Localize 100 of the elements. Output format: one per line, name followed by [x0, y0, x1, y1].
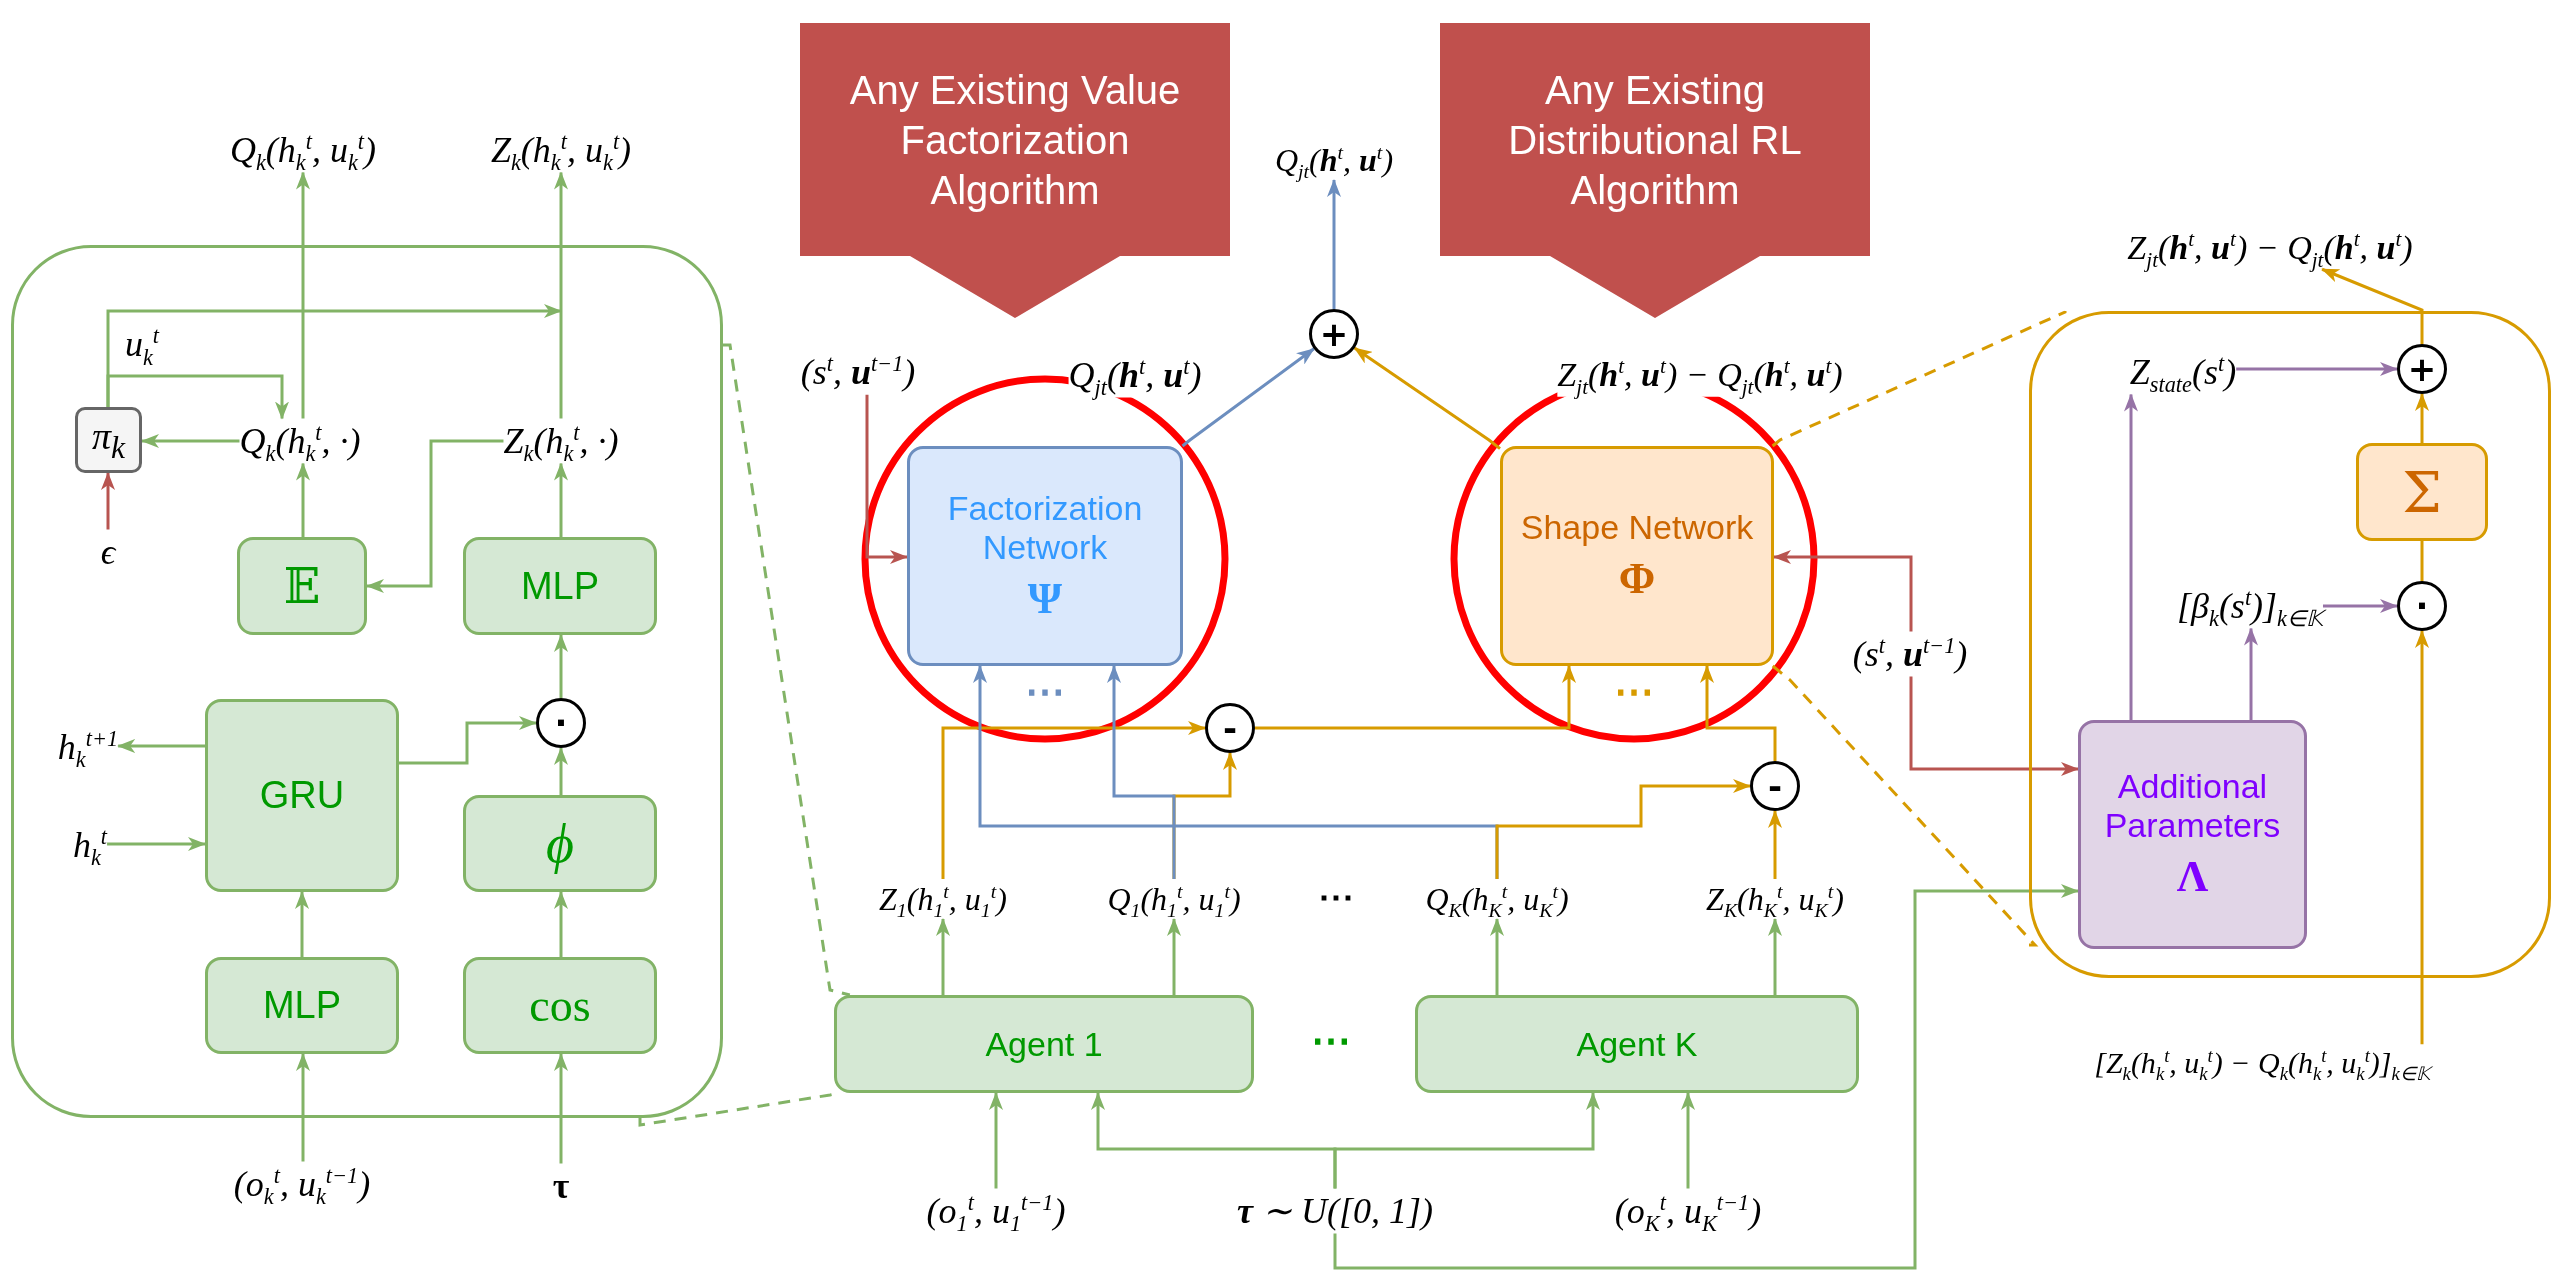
box-label: MLP [262, 984, 342, 1027]
arrow [554, 747, 568, 795]
process-box [907, 446, 1183, 666]
arrow [296, 462, 310, 537]
arrow [554, 1053, 568, 1164]
arrow [936, 918, 950, 995]
math-label: Q$_{jt}$(h$^{t}$, u$^{t}$) [1274, 140, 1394, 180]
arrow [554, 171, 568, 419]
operator-circle [2397, 344, 2447, 394]
math-label: τ [552, 1163, 570, 1209]
arrow [1768, 918, 1782, 995]
arrow [296, 1053, 310, 1162]
operator-sign: · [554, 706, 568, 740]
arrow [989, 1092, 1003, 1189]
operator-sign: + [1319, 317, 1349, 351]
box-label: GRU [259, 774, 345, 817]
arrow [2124, 393, 2138, 720]
math-label: (o$_{1}$$^{t}$, u$_{1}$$^{t−1}$) [926, 1188, 1066, 1234]
arrow [1773, 550, 1913, 632]
math-label: τ ∼ U([0, 1]) [1237, 1188, 1433, 1234]
arrow [1681, 1092, 1695, 1189]
arrow [941, 721, 1206, 879]
operator-sign: · [2415, 589, 2429, 623]
arrow [106, 304, 562, 407]
math-label: Z$_{K}$(h$_{K}$$^{t}$, u$_{K}$$^{t}$) [1706, 879, 1844, 919]
arrow [117, 739, 205, 753]
math-label: (o$_{k}$$^{t}$, u$_{k}$$^{t−1}$) [233, 1161, 371, 1207]
box-label: Shape Network [1520, 508, 1754, 547]
arrow [1181, 347, 1315, 448]
arrow [554, 891, 568, 957]
arrow [1495, 779, 1751, 879]
math-label: Q$_{1}$(h$_{1}$$^{t}$, u$_{1}$$^{t}$) [1107, 879, 1241, 919]
operator-sign: + [2407, 352, 2437, 386]
arrow [1700, 665, 1777, 761]
arrow [399, 716, 537, 765]
arrow [1909, 676, 2079, 776]
math-label: Z$_{k}$(h$_{k}$$^{t}$, u$_{k}$$^{t}$) [490, 127, 632, 173]
operator-circle [536, 698, 586, 748]
arrow [2236, 362, 2398, 376]
arrow [2323, 599, 2398, 613]
box-label: 𝔼 [283, 558, 321, 614]
arrow [1353, 346, 1501, 450]
process-box [2356, 443, 2488, 541]
math-label: (s$^{t}$, u$^{t−1}$) [1852, 631, 1968, 677]
arrow [2415, 393, 2429, 443]
dashed-zoom-line [1771, 664, 2039, 947]
callout-text: Any Existing Value Factorization Algorithm [848, 66, 1182, 214]
arrow [295, 891, 309, 957]
arrow [1768, 810, 1782, 879]
ellipsis: ⋯ [1025, 668, 1065, 716]
operator-sign: - [1767, 769, 1783, 803]
arrow [554, 634, 568, 698]
arrow [1490, 918, 1504, 995]
math-label: Q$_{k}$(h$_{k}$$^{t}$, u$_{k}$$^{t}$) [229, 127, 377, 173]
callout-arrow-box [1440, 23, 1870, 318]
arrow [1255, 665, 1576, 730]
math-label: Z$_{jt}$(h$^{t}$, u$^{t}$) − Q$_{jt}$(h$^{t}$, u$^{t}$) [2127, 226, 2413, 270]
process-box [205, 699, 399, 892]
process-box [1415, 995, 1859, 1093]
rounded-panel [11, 245, 723, 1118]
box-label: Factorization Network [946, 488, 1144, 567]
dashed-zoom-line [722, 343, 851, 997]
policy-box [75, 407, 142, 473]
box-label: Agent K [1576, 1024, 1698, 1064]
process-box [463, 537, 657, 635]
arrow [1167, 918, 1181, 995]
box-label: MLP [520, 564, 600, 608]
operator-circle [1750, 761, 1800, 811]
process-box [834, 995, 1254, 1093]
operator-sign: - [1222, 711, 1238, 745]
math-label: Z$_{1}$(h$_{1}$$^{t}$, u$_{1}$$^{t}$) [879, 879, 1007, 919]
dashed-zoom-line [1771, 309, 2067, 448]
ellipsis: ⋯ [1318, 877, 1354, 921]
math-label: Z$_{k}$(h$_{k}$$^{t}$, ·) [503, 418, 619, 464]
process-box [237, 537, 367, 635]
ellipsis: ⋯ [1614, 668, 1654, 716]
process-box [205, 957, 399, 1054]
arrow [1333, 1092, 1600, 1189]
symbol-label: Ψ [1027, 572, 1063, 624]
process-box [1500, 446, 1774, 666]
box-label: Additional Parameters [2103, 767, 2282, 845]
operator-circle [1205, 703, 1255, 753]
arrow [1107, 665, 1176, 879]
arrow [865, 394, 908, 564]
arrow [101, 472, 115, 530]
math-label: ϵ [100, 529, 116, 575]
operator-circle [1309, 309, 1359, 359]
box-label: Agent 1 [985, 1024, 1103, 1064]
symbol-label: Φ [1618, 553, 1656, 604]
symbol-label: Λ [2176, 851, 2209, 902]
process-box [463, 957, 657, 1054]
box-label: π$_{k}$ [91, 414, 126, 466]
box-label: ϕ [546, 812, 574, 875]
math-label: Q$_{K}$(h$_{K}$$^{t}$, u$_{K}$$^{t}$) [1425, 879, 1569, 919]
arrow [2321, 267, 2424, 344]
math-label: Q$_{k}$(h$_{k}$$^{t}$, ·) [239, 418, 361, 464]
arrow [2415, 630, 2429, 1045]
process-box [2078, 720, 2307, 949]
arrow [107, 837, 206, 851]
box-label: Σ [2402, 459, 2442, 525]
